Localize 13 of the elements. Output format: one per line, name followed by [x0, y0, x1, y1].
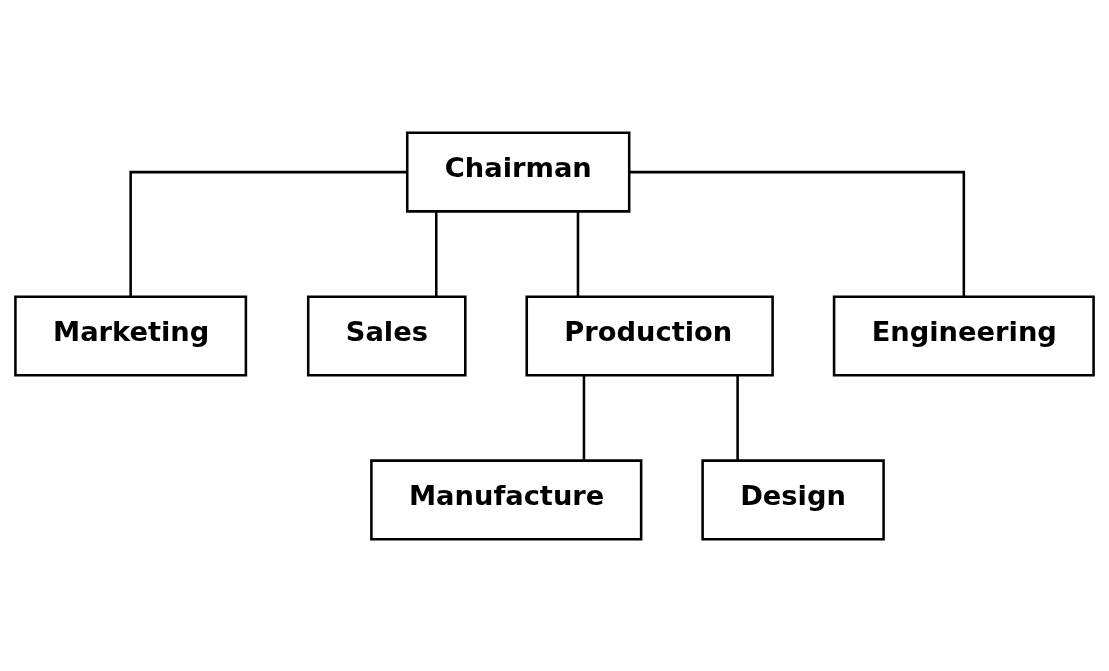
connector [129, 170, 408, 296]
connector [576, 211, 580, 297]
node-box: Production [525, 294, 774, 377]
node-box: Sales [306, 294, 467, 377]
node-box: Marketing [14, 294, 248, 377]
node-box: Manufacture [370, 458, 643, 540]
node-box: Chairman [405, 131, 631, 213]
connector [736, 375, 739, 461]
connector [629, 170, 966, 296]
node-box: Engineering [832, 294, 1095, 377]
connector [435, 211, 438, 297]
node-box: Design [701, 458, 885, 540]
connector [582, 375, 586, 461]
